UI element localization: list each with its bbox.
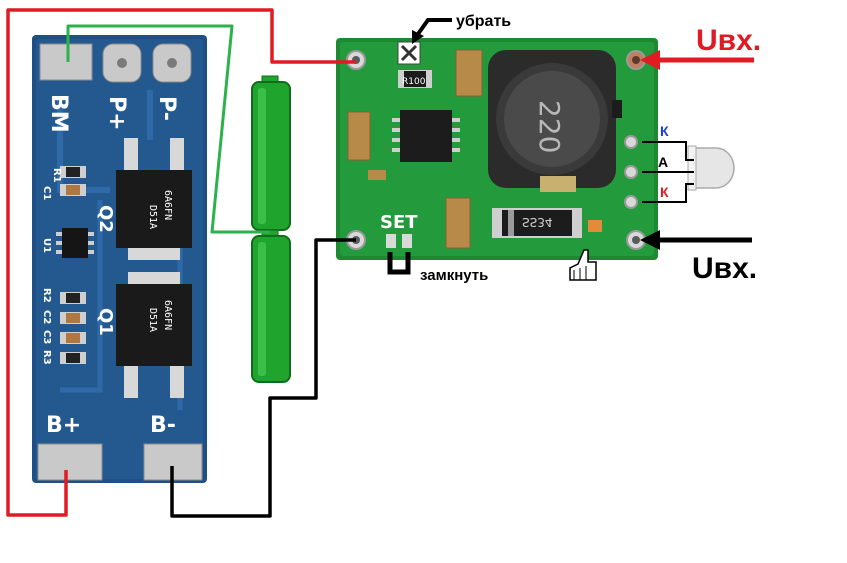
q2-marking-bottom: 6A6FN	[162, 190, 173, 220]
green-wire	[66, 24, 270, 234]
ss34-marking: SS34	[522, 215, 553, 229]
inductor: 220	[488, 50, 616, 192]
q2-marking-top: D51A	[147, 205, 158, 229]
red-wire	[6, 8, 356, 517]
pointing-hand-icon	[569, 249, 597, 281]
b-plus-pad	[37, 443, 103, 481]
inductor-value: 220	[533, 100, 566, 153]
converter-board: 220 R100	[336, 38, 658, 260]
capacitor-1	[347, 111, 371, 161]
led-pin-k-bottom: К	[660, 184, 669, 200]
q1-marking-bottom: 6A6FN	[162, 300, 173, 330]
bm-label: BM	[46, 94, 71, 133]
battery-cell-top	[251, 75, 291, 231]
led-component	[642, 141, 735, 203]
q2-label: Q2	[95, 205, 116, 233]
vin-top-label: Uвх.	[696, 24, 761, 57]
bm-pad	[39, 43, 93, 81]
q1-mosfet: D51A 6A6FN	[116, 272, 192, 398]
q1-label: Q1	[95, 308, 116, 336]
r2-label: R2	[41, 288, 52, 303]
small-cap-a	[368, 170, 386, 180]
r1-label: R1	[51, 168, 62, 183]
c1-label: C1	[41, 186, 52, 200]
u1-chip	[56, 228, 94, 258]
set-pad-left	[386, 234, 396, 248]
capacitor-2	[455, 49, 483, 97]
remove-arrow-icon	[416, 18, 452, 36]
battery-cell-bottom	[251, 229, 291, 383]
short-bracket-icon	[387, 252, 411, 275]
set-label: SET	[380, 212, 418, 233]
black-wire	[170, 238, 356, 518]
short-label: замкнуть	[420, 267, 488, 284]
q1-marking-top: D51A	[147, 308, 158, 332]
b-plus-label: B+	[46, 413, 81, 438]
smd-led	[588, 220, 602, 232]
set-pad-right	[402, 234, 412, 248]
q2-mosfet: D51A 6A6FN	[116, 138, 192, 260]
r100-marking: R100	[402, 77, 426, 87]
r3-label: R3	[41, 350, 52, 365]
remove-cross-icon	[397, 41, 421, 65]
ss34-diode: SS34	[492, 208, 582, 238]
controller-chip	[392, 110, 460, 162]
c3-label: C3	[41, 330, 52, 344]
capacitor-3	[445, 197, 471, 249]
r100-resistor: R100	[398, 70, 432, 88]
led-pin-k-top: К	[660, 123, 669, 139]
vin-bottom-arrow-icon	[640, 230, 752, 250]
vin-top-arrow-icon	[640, 50, 754, 70]
p-plus-label: P+	[104, 96, 129, 131]
c2-label: C2	[41, 310, 52, 324]
small-cap-b	[612, 100, 622, 118]
bms-board: BM P+ P- D51A 6A6FN Q2 D51A 6A6FN Q1 C1	[32, 35, 207, 483]
led-pin-a: А	[658, 154, 668, 170]
p-minus-label: P-	[154, 96, 179, 121]
b-minus-label: B-	[150, 413, 176, 438]
remove-label: убрать	[456, 13, 511, 30]
u1-label: U1	[41, 238, 52, 253]
vin-bottom-label: Uвх.	[692, 252, 757, 285]
